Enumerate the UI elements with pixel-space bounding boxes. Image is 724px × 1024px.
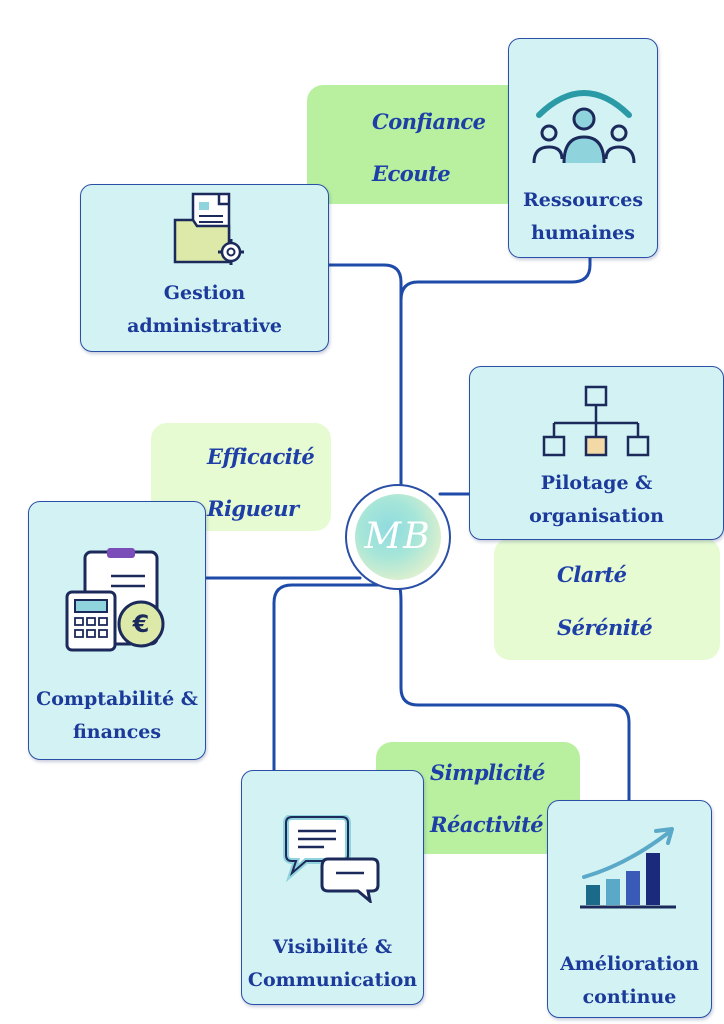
node-comptabilite-finances: € Comptabilité & finances xyxy=(28,501,206,760)
node-label-line1: Gestion xyxy=(163,282,246,304)
tag-word-rigueur: Rigueur xyxy=(207,496,299,521)
node-label-line2: administrative xyxy=(127,315,282,337)
chat-bubbles-icon xyxy=(280,815,386,903)
logo-initials: MB xyxy=(364,516,432,557)
node-amelioration-continue: Amélioration continue xyxy=(547,800,712,1018)
node-ressources-humaines: Ressources humaines xyxy=(508,38,658,258)
calculator-euro-icon: € xyxy=(63,546,173,654)
tag-word-simplicite: Simplicité xyxy=(430,760,545,785)
tag-word-confiance: Confiance xyxy=(372,109,486,134)
node-pilotage-organisation: Pilotage & organisation xyxy=(469,366,724,540)
logo-watercolor xyxy=(355,494,441,580)
folder-gear-icon xyxy=(169,190,249,270)
tag-word-efficacite: Efficacité xyxy=(207,444,315,469)
org-chart-icon xyxy=(540,383,650,463)
node-label-line2: Communication xyxy=(247,969,418,991)
people-icon xyxy=(529,67,639,177)
mb-logo: MB xyxy=(345,484,451,590)
node-label-line1: Visibilité & xyxy=(272,936,393,958)
node-label-line2: continue xyxy=(582,986,677,1008)
svg-text:€: € xyxy=(132,610,150,638)
node-visibilite-communication: Visibilité & Communication xyxy=(241,770,424,1005)
node-label-line2: humaines xyxy=(531,222,635,244)
tag-word-reactivite: Réactivité xyxy=(430,812,544,837)
node-gestion-administrative: Gestion administrative xyxy=(80,184,329,352)
growth-chart-icon xyxy=(576,825,686,915)
tag-confiance-ecoute xyxy=(307,85,521,204)
tag-word-serenite: Sérénité xyxy=(557,615,653,640)
tag-word-ecoute: Ecoute xyxy=(372,161,451,186)
node-label-line2: finances xyxy=(72,721,162,743)
node-label-line1: Ressources xyxy=(522,189,644,211)
tag-word-clarte: Clarté xyxy=(557,562,627,587)
node-label-line1: Comptabilité & xyxy=(36,688,198,710)
tag-clarte-serenite xyxy=(494,538,720,660)
node-label-line1: Pilotage & xyxy=(540,472,653,494)
node-label-line1: Amélioration xyxy=(560,953,699,975)
node-label-line2: organisation xyxy=(529,505,664,527)
